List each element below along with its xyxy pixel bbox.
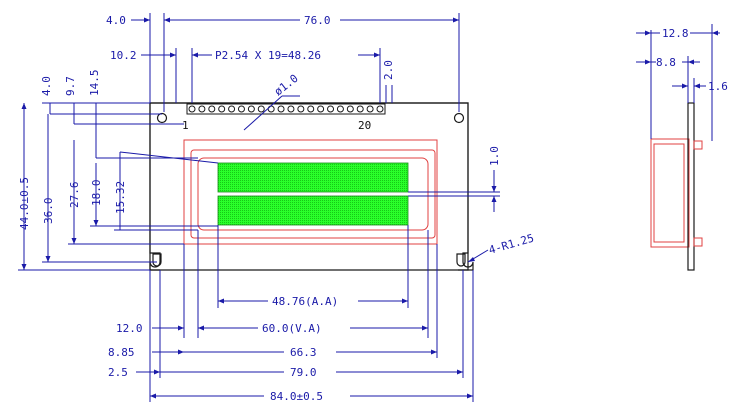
dim-side-module: 8.8	[656, 56, 676, 69]
pin-pad	[257, 105, 265, 113]
pin-pad	[356, 105, 364, 113]
dim-bottom-overall-width: 84.0±0.5	[270, 390, 323, 403]
dim-pin-pitch: P2.54 X 19=48.26	[215, 49, 321, 62]
dim-left-va-height: 27.6	[68, 182, 81, 209]
dim-pin1-offset: 10.2	[110, 49, 137, 62]
bezel-inner	[197, 157, 429, 231]
dim-pin-end-gap: 2.0	[382, 60, 395, 80]
dim-left-va-top: 9.7	[64, 76, 77, 96]
dim-top-hole-offset: 4.0	[106, 14, 126, 27]
mount-hole-top-left	[156, 112, 168, 124]
pin-pad	[287, 105, 295, 113]
dim-bottom-bezel-width: 66.3	[290, 346, 317, 359]
dim-bottom-hole-pitch: 79.0	[290, 366, 317, 379]
dim-left-bezel-height: 18.0	[90, 180, 103, 207]
side-view: 12.8 8.8 1.6	[636, 24, 728, 271]
side-pcb	[687, 102, 695, 271]
pin-pad	[198, 105, 206, 113]
dim-side-thickness: 12.8	[662, 27, 689, 40]
pin-pad	[317, 105, 325, 113]
pin-pad	[247, 105, 255, 113]
side-module-body	[650, 138, 690, 248]
pin-pad	[346, 105, 354, 113]
pin-pad	[218, 105, 226, 113]
pin-pad	[307, 105, 315, 113]
dim-pin-diameter: ø1.0	[272, 72, 301, 99]
pin-pad	[336, 105, 344, 113]
pin-pad	[297, 105, 305, 113]
pin-pad	[188, 105, 196, 113]
pin-header-frame	[186, 103, 386, 115]
dim-left-hole-from-top: 4.0	[40, 76, 53, 96]
dim-side-pcb: 1.6	[708, 80, 728, 93]
dim-bottom-hole-offset: 2.5	[108, 366, 128, 379]
pin-header	[186, 103, 386, 115]
lcd-row-1	[217, 162, 409, 193]
dim-right-mount-holes: 4-R1.25	[487, 232, 535, 257]
pin-pad	[376, 105, 384, 113]
pin-20-label: 20	[358, 119, 371, 132]
pcb-outline	[149, 102, 474, 271]
dim-bottom-va-width: 60.0(V.A)	[262, 322, 322, 335]
lcd-row-2	[217, 195, 409, 226]
dim-left-hole-pitch: 36.0	[42, 198, 55, 225]
pin-pad	[277, 105, 285, 113]
pin-pad	[327, 105, 335, 113]
dim-bottom-bezel-offset: 8.85	[108, 346, 135, 359]
dimension-lines	[18, 13, 500, 402]
pin-pad	[228, 105, 236, 113]
dim-bottom-aa-width: 48.76(A.A)	[272, 295, 338, 308]
dim-right-row-gap: 1.0	[488, 146, 501, 166]
pin-pad	[366, 105, 374, 113]
pin-pad	[267, 105, 275, 113]
pin-pad	[237, 105, 245, 113]
dim-bottom-va-offset: 12.0	[116, 322, 143, 335]
pin-pad	[208, 105, 216, 113]
mount-hole-top-right	[453, 112, 465, 124]
front-view	[149, 102, 474, 271]
dim-left-aa-height: 15.32	[114, 181, 127, 214]
pin-1-label: 1	[182, 119, 189, 132]
dim-left-height: 44.0±0.5	[18, 177, 31, 230]
dim-left-aa-top: 14.5	[88, 70, 101, 97]
dim-top-hole-pitch: 76.0	[304, 14, 331, 27]
dimension-labels: 4.0 76.0 10.2 P2.54 X 19=48.26 2.0 ø1.0 …	[18, 14, 535, 403]
